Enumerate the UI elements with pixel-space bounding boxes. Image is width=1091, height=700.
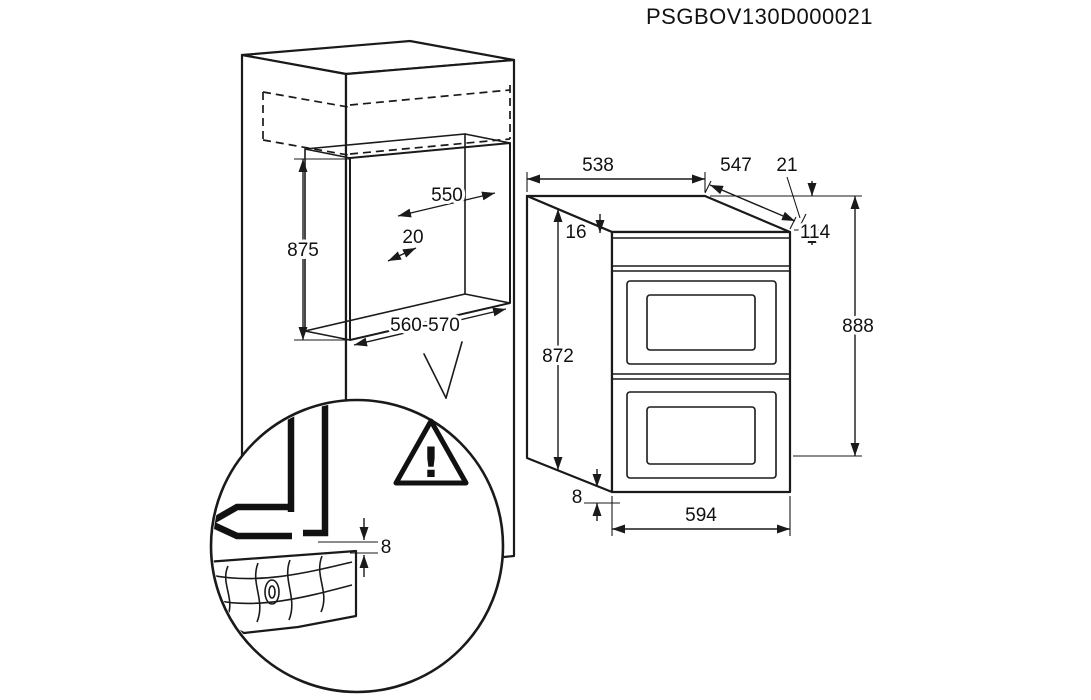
- detail-gap-dimension: 8: [318, 518, 394, 577]
- niche-height-label: 875: [287, 240, 319, 261]
- depth-label: 547: [720, 155, 752, 176]
- warning-icon: !: [393, 418, 469, 487]
- oven-dimensions: 538 547 21 16 114 872 888 8: [526, 152, 877, 536]
- upper-oven-door: [626, 280, 777, 365]
- panel-height-label: 114: [800, 222, 831, 243]
- wood-grain: [213, 555, 353, 623]
- oven-drawing: [525, 194, 792, 494]
- niche-depth-label: 550: [431, 185, 463, 206]
- cabinet-dimensions: 875 550 20 560-570: [284, 158, 507, 347]
- total-height-label: 888: [842, 316, 874, 337]
- front-overhang-label: 21: [776, 155, 797, 176]
- product-code: PSGBOV130D000021: [646, 4, 873, 29]
- bottom-gap-label: 8: [572, 487, 583, 508]
- callout-circle: [209, 398, 505, 694]
- detail-leader: [423, 341, 463, 399]
- detail-callout: 8 !: [209, 398, 505, 694]
- worktop-cross-section: [213, 549, 358, 635]
- warning-exclamation: !: [421, 438, 440, 487]
- lower-oven-window: [646, 406, 756, 465]
- top-width-label: 538: [582, 155, 614, 176]
- detail-gap-label: 8: [381, 537, 392, 558]
- warning-triangle-icon: [393, 418, 469, 486]
- front-width-label: 594: [685, 505, 717, 526]
- niche-width-label: 560-570: [390, 315, 460, 336]
- top-trim-label: 16: [565, 222, 586, 243]
- hidden-compartment-lines: [262, 85, 511, 156]
- upper-oven-window: [646, 294, 756, 351]
- rear-gap-label: 20: [402, 227, 423, 248]
- oven-front-details: [612, 237, 790, 479]
- body-height-label: 872: [542, 346, 574, 367]
- lower-oven-door: [626, 391, 777, 479]
